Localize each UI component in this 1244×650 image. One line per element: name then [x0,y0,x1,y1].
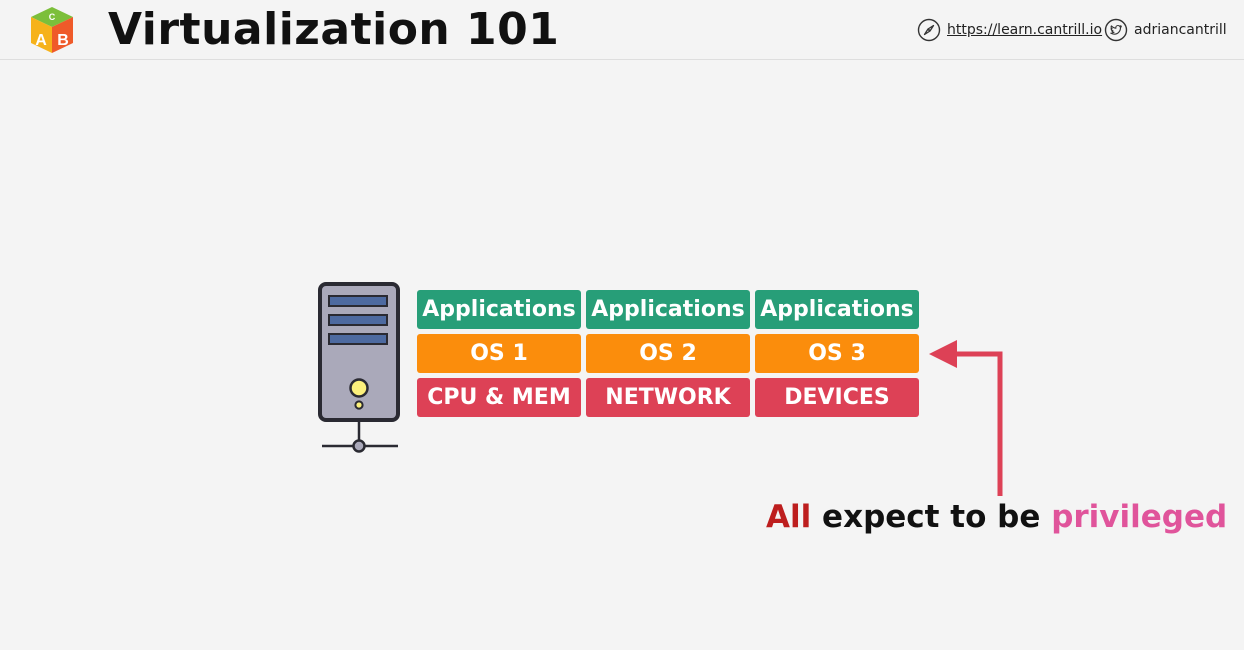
page-title: Virtualization 101 [108,4,560,55]
abc-blocks-icon: C A B [31,7,73,53]
twitter-handle-text[interactable]: adriancantrill [1134,22,1227,38]
os-block-1: OS 1 [417,334,581,373]
applications-block-1: Applications [417,290,581,329]
privilege-caption: All expect to be privileged [766,494,1227,540]
caption-word-privileged: privileged [1051,499,1228,535]
logo-letter-c: C [49,12,56,22]
os-block-3: OS 3 [755,334,919,373]
server-tower-icon [318,282,400,453]
website-link-text[interactable]: https://learn.cantrill.io [947,22,1103,38]
applications-block-3: Applications [755,290,919,329]
twitter-bird-icon [1104,18,1128,42]
caption-word-all: All [766,499,812,535]
os-block-2: OS 2 [586,334,750,373]
pointer-arrow [929,340,1003,496]
logo-letter-b: B [57,32,69,49]
caption-middle-text: expect to be [822,499,1041,535]
logo-letter-a: A [35,32,47,49]
hardware-block-devices: DEVICES [755,378,919,417]
compass-icon [917,18,941,42]
hardware-block-network: NETWORK [586,378,750,417]
applications-block-2: Applications [586,290,750,329]
website-link[interactable]: https://learn.cantrill.io [917,16,1102,44]
twitter-link[interactable]: adriancantrill [1104,16,1227,44]
header-bar: C A B Virtualization 101 https://learn.c… [0,0,1244,60]
hardware-block-cpu-mem: CPU & MEM [417,378,581,417]
